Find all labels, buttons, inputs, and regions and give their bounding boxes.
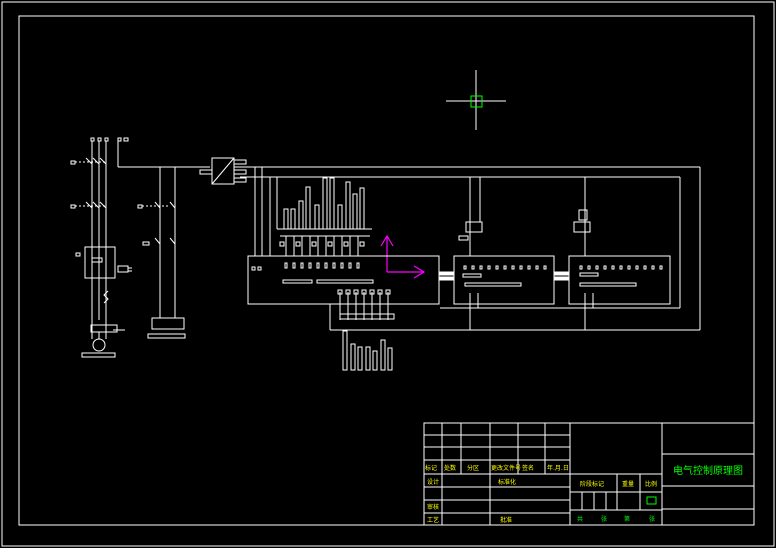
crosshair-cursor bbox=[446, 70, 506, 130]
title-block-text: 电气控制原理图 标记 处数 分区 更改文件号 签名 年.月.日 设计 标准化 审… bbox=[425, 464, 743, 524]
tb-footer-total: 共 bbox=[577, 515, 583, 523]
tb-cell-standardization: 标准化 bbox=[498, 478, 516, 486]
ucs-icon bbox=[380, 234, 426, 279]
tb-cell-process: 工艺 bbox=[427, 516, 439, 524]
tb-cell-approve: 批准 bbox=[500, 516, 512, 524]
tb-footer-sheet: 张 bbox=[649, 515, 655, 523]
schematic-wiring bbox=[70, 137, 701, 371]
tb-cell-date: 年.月.日 bbox=[547, 464, 569, 472]
tb-footer-sheets: 张 bbox=[601, 515, 607, 523]
tb-cell-scale: 比例 bbox=[645, 480, 657, 488]
module-terminals bbox=[463, 265, 663, 270]
tb-cell-zone: 分区 bbox=[467, 464, 479, 472]
tb-cell-count: 处数 bbox=[444, 464, 456, 472]
tb-cell-stage-mark: 阶段标记 bbox=[580, 480, 604, 488]
tb-cell-weight: 重量 bbox=[622, 480, 634, 488]
title-block bbox=[423, 422, 755, 526]
tb-cell-change-doc: 更改文件号 bbox=[491, 464, 521, 472]
tb-cell-design: 设计 bbox=[427, 478, 439, 486]
tb-footer-no: 第 bbox=[624, 515, 630, 523]
drawing-title: 电气控制原理图 bbox=[673, 464, 743, 477]
tb-cell-marker: 标记 bbox=[425, 464, 437, 472]
tb-cell-signature: 签名 bbox=[522, 464, 534, 472]
tb-cell-review: 审核 bbox=[427, 503, 439, 511]
